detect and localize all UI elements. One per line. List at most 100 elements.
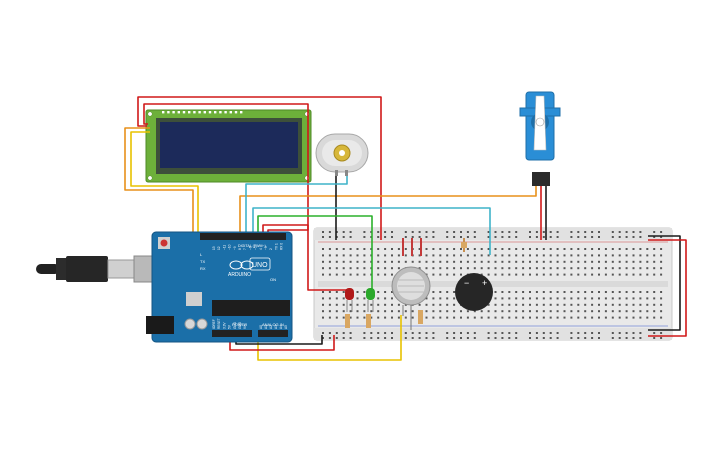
breadboard-hole xyxy=(584,260,587,263)
breadboard-hole xyxy=(549,316,552,319)
breadboard-hole xyxy=(660,332,663,334)
breadboard-hole xyxy=(494,260,497,263)
breadboard-hole xyxy=(335,273,338,276)
breadboard-hole xyxy=(639,231,642,233)
breadboard-hole xyxy=(453,291,456,293)
wire-green-led xyxy=(257,215,373,292)
pin-label: ~5 xyxy=(254,246,258,250)
breadboard-hole xyxy=(618,303,621,306)
breadboard-hole xyxy=(522,273,525,276)
breadboard-hole xyxy=(639,248,642,250)
breadboard-hole xyxy=(535,291,538,293)
breadboard-hole xyxy=(501,236,504,238)
breadboard-hole xyxy=(529,291,531,293)
breadboard-hole xyxy=(535,267,538,270)
breadboard-hole xyxy=(328,337,331,339)
breadboard-hole xyxy=(356,248,359,250)
breadboard-hole xyxy=(653,310,656,313)
breadboard-hole xyxy=(570,267,573,270)
pin-label: ~9 xyxy=(233,246,237,250)
breadboard-hole xyxy=(453,297,456,300)
breadboard-hole xyxy=(584,254,587,257)
breadboard-hole xyxy=(349,332,352,334)
breadboard-hole xyxy=(322,267,324,270)
breadboard-hole xyxy=(549,291,552,293)
breadboard-hole xyxy=(384,236,387,238)
breadboard-hole xyxy=(501,231,504,233)
breadboard-hole xyxy=(591,236,594,238)
breadboard-hole xyxy=(584,291,587,293)
breadboard-hole xyxy=(432,316,435,319)
breadboard-hole xyxy=(480,273,483,276)
breadboard-hole xyxy=(604,260,607,263)
breadboard-hole xyxy=(473,332,476,334)
breadboard-hole xyxy=(322,337,324,339)
breadboard-hole xyxy=(425,297,428,300)
breadboard-hole xyxy=(453,231,456,233)
breadboard-hole xyxy=(391,267,393,270)
breadboard-hole xyxy=(494,273,497,276)
breadboard-hole xyxy=(473,231,476,233)
breadboard-hole xyxy=(646,303,649,306)
breadboard-hole xyxy=(618,231,621,233)
breadboard-hole xyxy=(480,248,483,250)
breadboard-hole xyxy=(646,267,649,270)
breadboard-hole xyxy=(542,273,545,276)
breadboard-hole xyxy=(501,303,504,306)
wire-lcd-yellow xyxy=(130,131,199,234)
breadboard-hole xyxy=(473,248,476,250)
breadboard-hole xyxy=(391,297,393,300)
breadboard-hole xyxy=(549,303,552,306)
breadboard-hole xyxy=(556,310,559,313)
breadboard-hole xyxy=(570,291,573,293)
breadboard-hole xyxy=(632,260,635,263)
breadboard-hole xyxy=(639,316,642,319)
on-label: ON xyxy=(270,277,276,282)
breadboard-hole xyxy=(439,267,442,270)
breadboard-hole xyxy=(653,260,656,263)
lcd-display xyxy=(145,109,312,183)
breadboard-hole xyxy=(598,337,600,339)
wire-sensor-analog xyxy=(257,315,402,361)
breadboard-hole xyxy=(618,254,621,257)
breadboard-hole xyxy=(632,310,635,313)
breadboard-hole xyxy=(487,260,490,263)
breadboard-hole xyxy=(322,260,324,263)
breadboard-hole xyxy=(391,248,393,250)
breadboard-hole xyxy=(377,303,380,306)
breadboard-hole xyxy=(460,337,462,339)
breadboard-hole xyxy=(604,273,607,276)
breadboard-hole xyxy=(577,310,580,313)
breadboard-hole xyxy=(384,231,387,233)
breadboard-hole xyxy=(660,291,663,293)
breadboard-hole xyxy=(646,248,649,250)
breadboard-hole xyxy=(328,267,331,270)
arduino-brand-label: ARDUINO xyxy=(228,272,251,278)
arduino-uno-board[interactable]: UNO ARDUINO DIGITAL (PWM~) POWER ANALOG … xyxy=(146,231,293,343)
pin-label: 2 xyxy=(269,248,273,250)
breadboard-hole xyxy=(604,310,607,313)
breadboard-hole xyxy=(418,267,421,270)
breadboard-hole xyxy=(480,254,483,257)
breadboard-hole xyxy=(501,297,504,300)
breadboard-hole xyxy=(570,303,573,306)
breadboard-hole xyxy=(598,231,600,233)
breadboard-hole xyxy=(646,273,649,276)
breadboard-hole xyxy=(494,231,497,233)
breadboard-hole xyxy=(632,267,635,270)
breadboard-hole xyxy=(591,310,594,313)
pin-label: 7 xyxy=(243,248,247,250)
breadboard-hole xyxy=(598,297,600,300)
breadboard-hole xyxy=(529,248,531,250)
breadboard-hole xyxy=(453,273,456,276)
breadboard-hole xyxy=(418,260,421,263)
wire-rail-vcc xyxy=(648,239,687,337)
breadboard-hole xyxy=(653,337,656,339)
breadboard-hole xyxy=(522,297,525,300)
gas-sensor xyxy=(391,266,431,330)
breadboard-hole xyxy=(549,337,552,339)
breadboard-hole xyxy=(646,310,649,313)
pin-label: RX 0 xyxy=(280,243,284,250)
breadboard-hole xyxy=(625,291,628,293)
